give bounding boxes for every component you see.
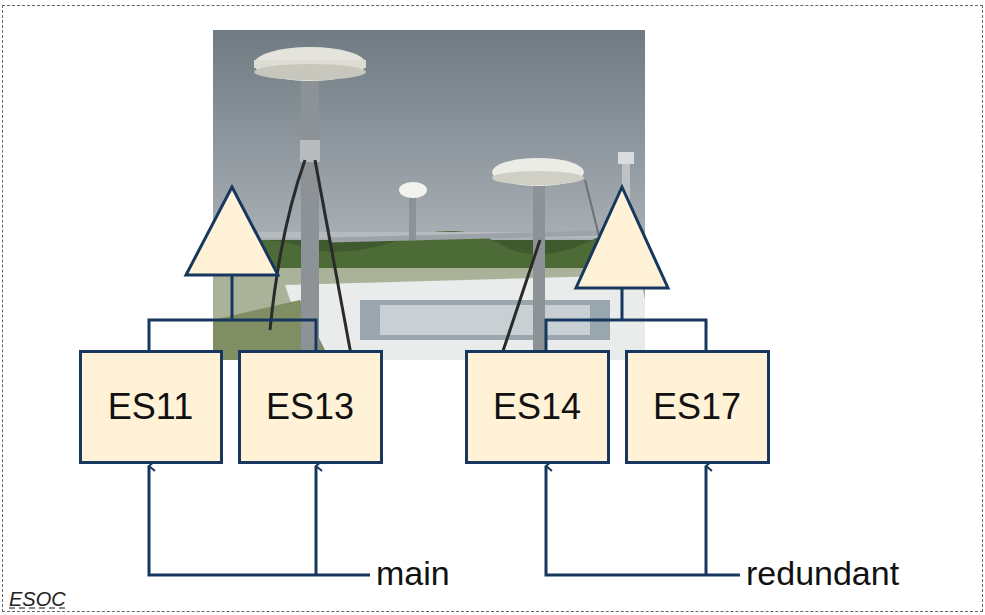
equipment-box: ES14 <box>465 350 610 464</box>
site-region: ESOC ES11 ES13 ES14 ES17 <box>2 5 983 612</box>
antenna-symbol <box>186 187 278 275</box>
equipment-box: ES13 <box>238 350 383 464</box>
roof-photo <box>213 30 645 360</box>
box-label: ES17 <box>653 386 741 428</box>
equipment-box: ES11 <box>79 350 223 464</box>
chain-label: main <box>374 554 452 593</box>
feed-wire <box>149 275 706 350</box>
box-label: ES14 <box>493 386 581 428</box>
box-label: ES11 <box>108 386 193 428</box>
box-label: ES13 <box>266 386 354 428</box>
region-label: ESOC <box>9 588 66 611</box>
chain-label: redundant <box>744 554 901 593</box>
antenna-symbol <box>576 187 668 288</box>
equipment-box: ES17 <box>625 350 770 464</box>
